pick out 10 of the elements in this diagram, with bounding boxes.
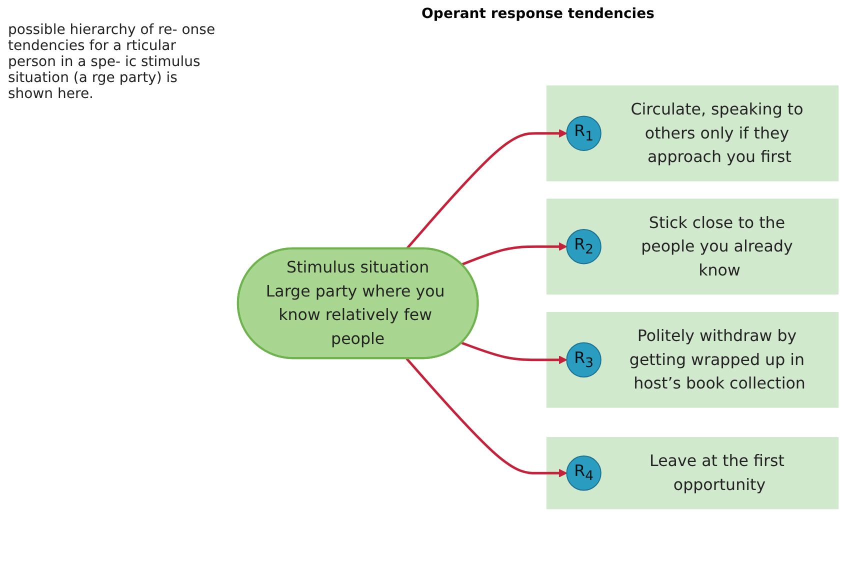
arrow	[461, 341, 568, 364]
node-circle: R$_{4}$	[566, 455, 602, 490]
node-circle: R$_{3}$	[566, 342, 602, 378]
arrow	[461, 242, 568, 266]
column-heading: Operant response tendencies	[422, 6, 654, 22]
arrow	[406, 357, 568, 478]
node-circle: R$_{2}$	[566, 228, 602, 264]
arrow	[406, 128, 568, 250]
caption: possible hierarchy of re- onse tendencies for a rticular person in a spe- ic stimulus situation (a rge party) is shown here.	[8, 22, 216, 102]
node-circle: R$_{1}$	[566, 115, 602, 151]
